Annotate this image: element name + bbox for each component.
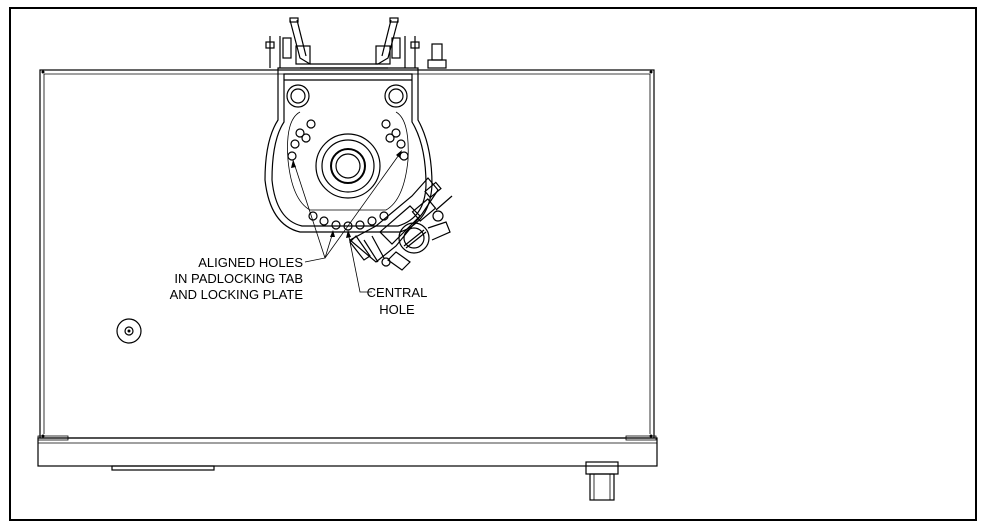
aligned-holes-label-line3: AND LOCKING PLATE: [170, 287, 304, 302]
central-hole-leader: [346, 230, 372, 293]
aligned-holes-callout: ALIGNED HOLES IN PADLOCKING TAB AND LOCK…: [170, 255, 304, 302]
screw-icon: [116, 318, 142, 344]
central-hole-label-line2: HOLE: [379, 302, 415, 317]
central-hole-label-line1: CENTRAL: [367, 285, 428, 300]
aligned-holes-label-line2: IN PADLOCKING TAB: [174, 271, 303, 286]
central-hole-callout: CENTRAL HOLE: [367, 285, 428, 317]
aligned-holes-leaders: [291, 150, 402, 263]
support-foot: [585, 461, 619, 501]
padlocking-tab: [264, 67, 433, 233]
top-bolt: [427, 43, 447, 69]
enclosure-panel: [39, 69, 655, 439]
central-hub: [315, 133, 381, 199]
padlock-holes: [287, 119, 409, 231]
base-rail: [37, 435, 658, 471]
drawing-frame: [9, 7, 977, 521]
locking-plate: [348, 177, 453, 271]
tab-nut-right: [384, 84, 408, 108]
mounting-bracket: [265, 17, 420, 69]
aligned-holes-label-line1: ALIGNED HOLES: [198, 255, 303, 270]
tab-nut-left: [286, 84, 310, 108]
